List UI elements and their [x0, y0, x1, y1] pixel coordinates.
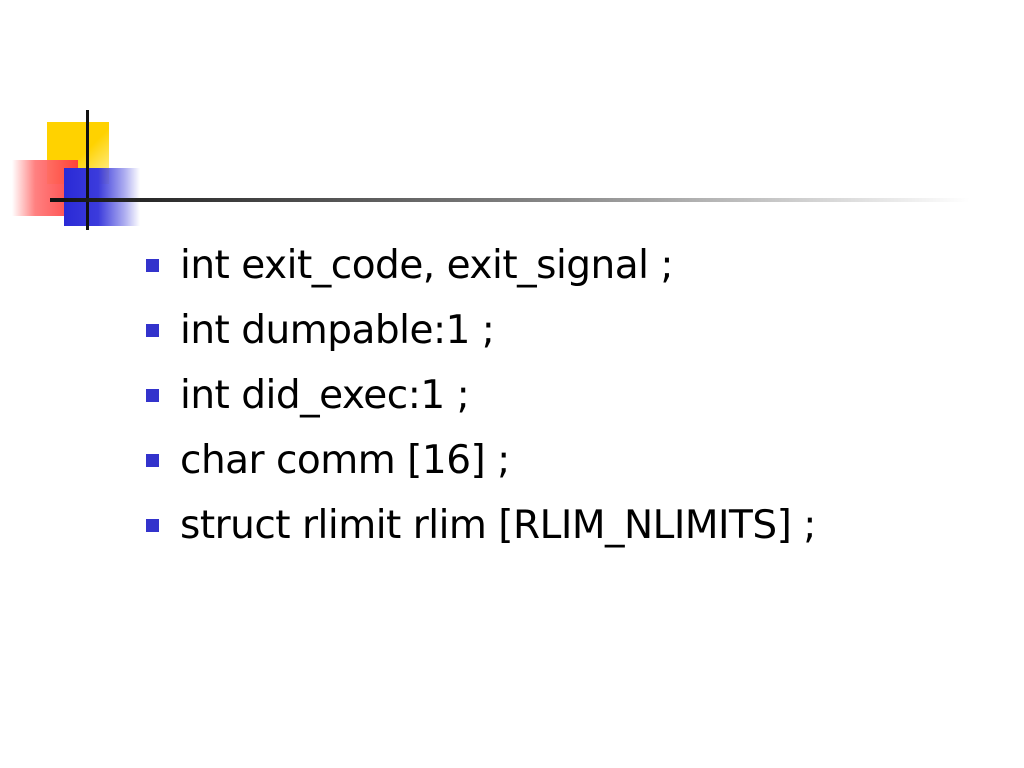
bullet-text: int dumpable:1 ;: [180, 308, 495, 353]
corner-logo-decoration: [0, 0, 150, 240]
bullet-square-icon: [146, 324, 159, 337]
list-item: struct rlimit rlim [RLIM_NLIMITS] ;: [146, 493, 1006, 558]
vertical-rule: [86, 110, 89, 230]
bullet-square-icon: [146, 454, 159, 467]
list-item: char comm [16] ;: [146, 428, 1006, 493]
bullet-square-icon: [146, 259, 159, 272]
bullet-text: int did_exec:1 ;: [180, 373, 470, 418]
list-item: int dumpable:1 ;: [146, 298, 1006, 363]
bullet-list: int exit_code, exit_signal ; int dumpabl…: [146, 233, 1006, 558]
bullet-text: char comm [16] ;: [180, 438, 510, 483]
blue-square-decoration: [64, 168, 140, 226]
bullet-text: int exit_code, exit_signal ;: [180, 243, 674, 288]
title-divider-line: [50, 198, 970, 202]
list-item: int exit_code, exit_signal ;: [146, 233, 1006, 298]
bullet-square-icon: [146, 389, 159, 402]
bullet-square-icon: [146, 519, 159, 532]
bullet-text: struct rlimit rlim [RLIM_NLIMITS] ;: [180, 503, 816, 548]
list-item: int did_exec:1 ;: [146, 363, 1006, 428]
